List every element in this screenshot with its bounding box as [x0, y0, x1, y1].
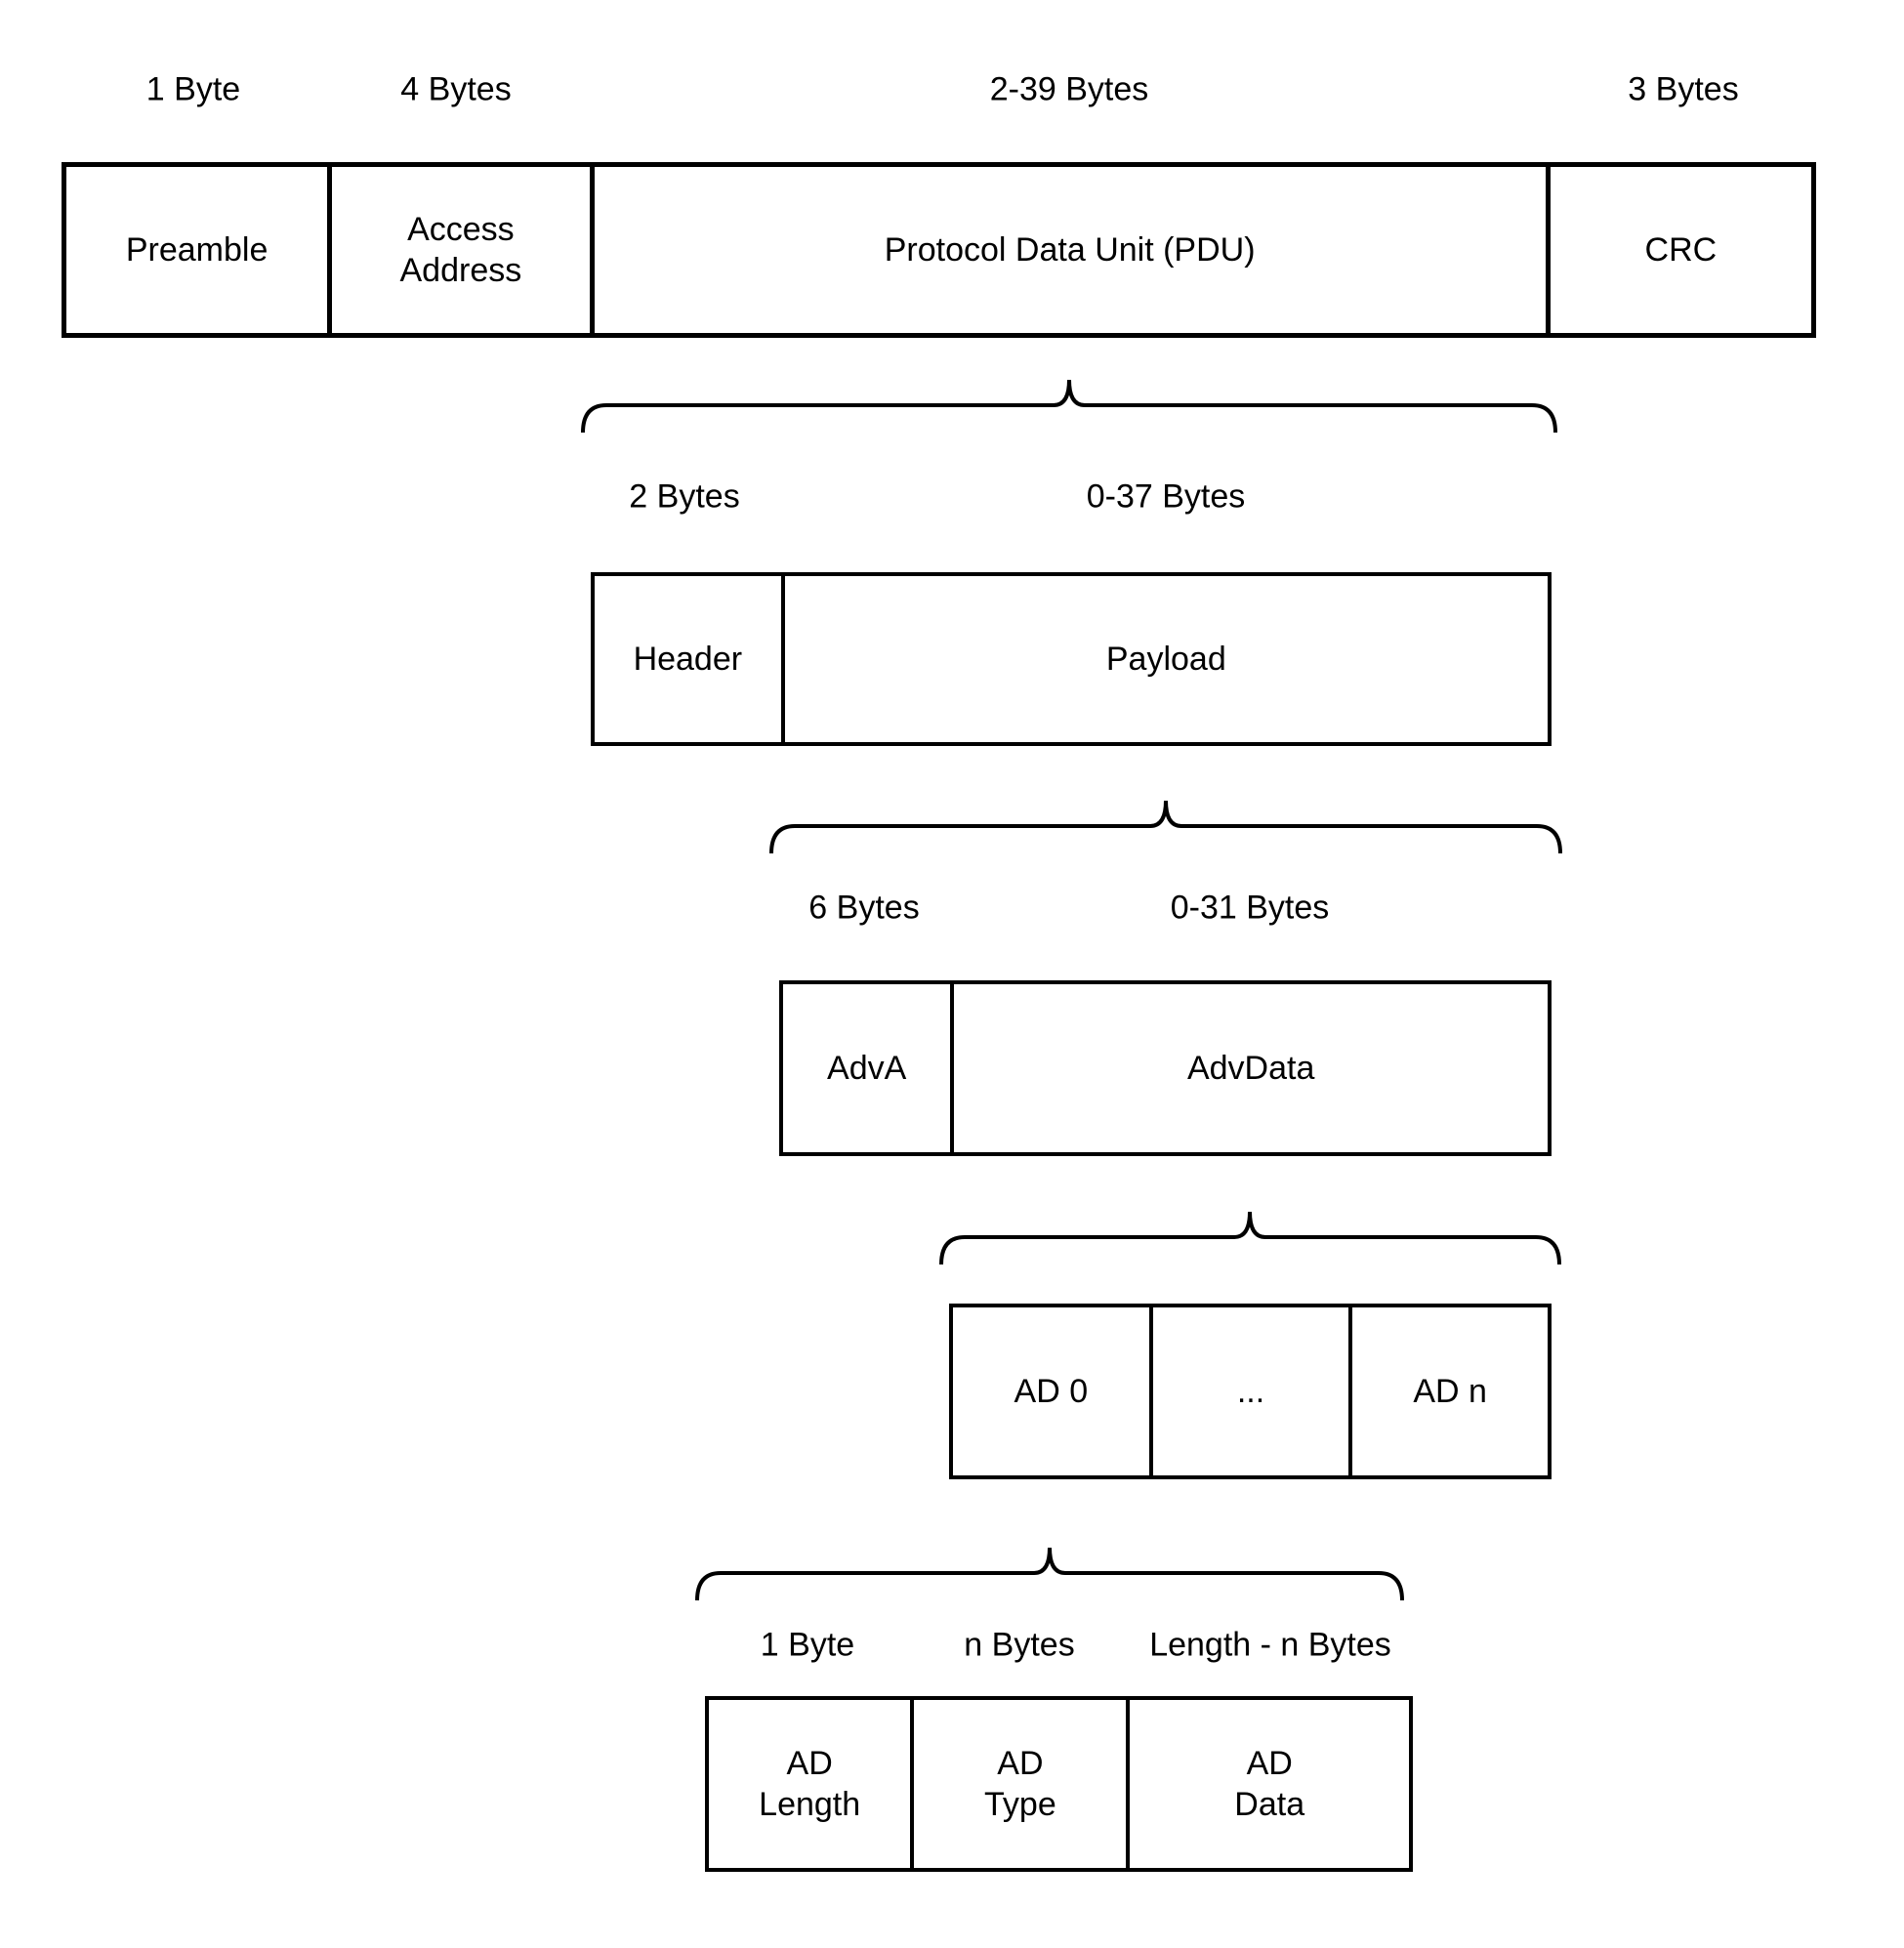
brace-ad0	[695, 1547, 1404, 1601]
size-label-ad-length: 1 Byte	[760, 1626, 855, 1664]
pdu-row: Header Payload	[591, 572, 1552, 746]
advdata-row: AD 0 ... AD n	[949, 1304, 1552, 1479]
field-preamble: Preamble	[125, 231, 269, 269]
brace-payload	[769, 800, 1562, 854]
payload-row: AdvA AdvData	[779, 980, 1552, 1156]
size-label-crc: 3 Bytes	[1628, 70, 1739, 108]
field-ad-type: AD Type	[910, 1700, 1126, 1868]
size-label-advdata: 0-31 Bytes	[1170, 889, 1330, 927]
size-label-ad-data: Length - n Bytes	[1149, 1626, 1391, 1664]
size-label-ad-type: n Bytes	[964, 1626, 1075, 1664]
size-label-pdu: 2-39 Bytes	[989, 70, 1149, 108]
field-crc: CRC	[1545, 167, 1811, 333]
size-label-preamble: 1 Byte	[145, 70, 241, 108]
size-label-adva: 6 Bytes	[808, 889, 920, 927]
size-label-payload: 0-37 Bytes	[1086, 477, 1246, 516]
brace-advdata	[939, 1211, 1561, 1265]
brace-pdu	[581, 379, 1557, 434]
field-pdu: Protocol Data Unit (PDU)	[589, 167, 1546, 333]
field-ad-length: AD Length	[759, 1745, 861, 1823]
size-label-header: 2 Bytes	[629, 477, 740, 516]
field-advdata: AdvData	[950, 984, 1548, 1152]
field-ad-n: AD n	[1348, 1307, 1548, 1475]
packet-row: Preamble Access Address Protocol Data Un…	[62, 162, 1816, 338]
field-ad-ellipsis: ...	[1148, 1307, 1349, 1475]
size-label-access-address: 4 Bytes	[400, 70, 512, 108]
field-payload: Payload	[780, 576, 1548, 742]
ad-structure-row: AD Length AD Type AD Data	[705, 1696, 1413, 1872]
field-ad-data: AD Data	[1126, 1700, 1409, 1868]
field-access-address: Access Address	[327, 167, 589, 333]
field-ad-0: AD 0	[1014, 1373, 1089, 1410]
field-adva: AdvA	[827, 1050, 907, 1087]
field-header: Header	[633, 641, 743, 678]
